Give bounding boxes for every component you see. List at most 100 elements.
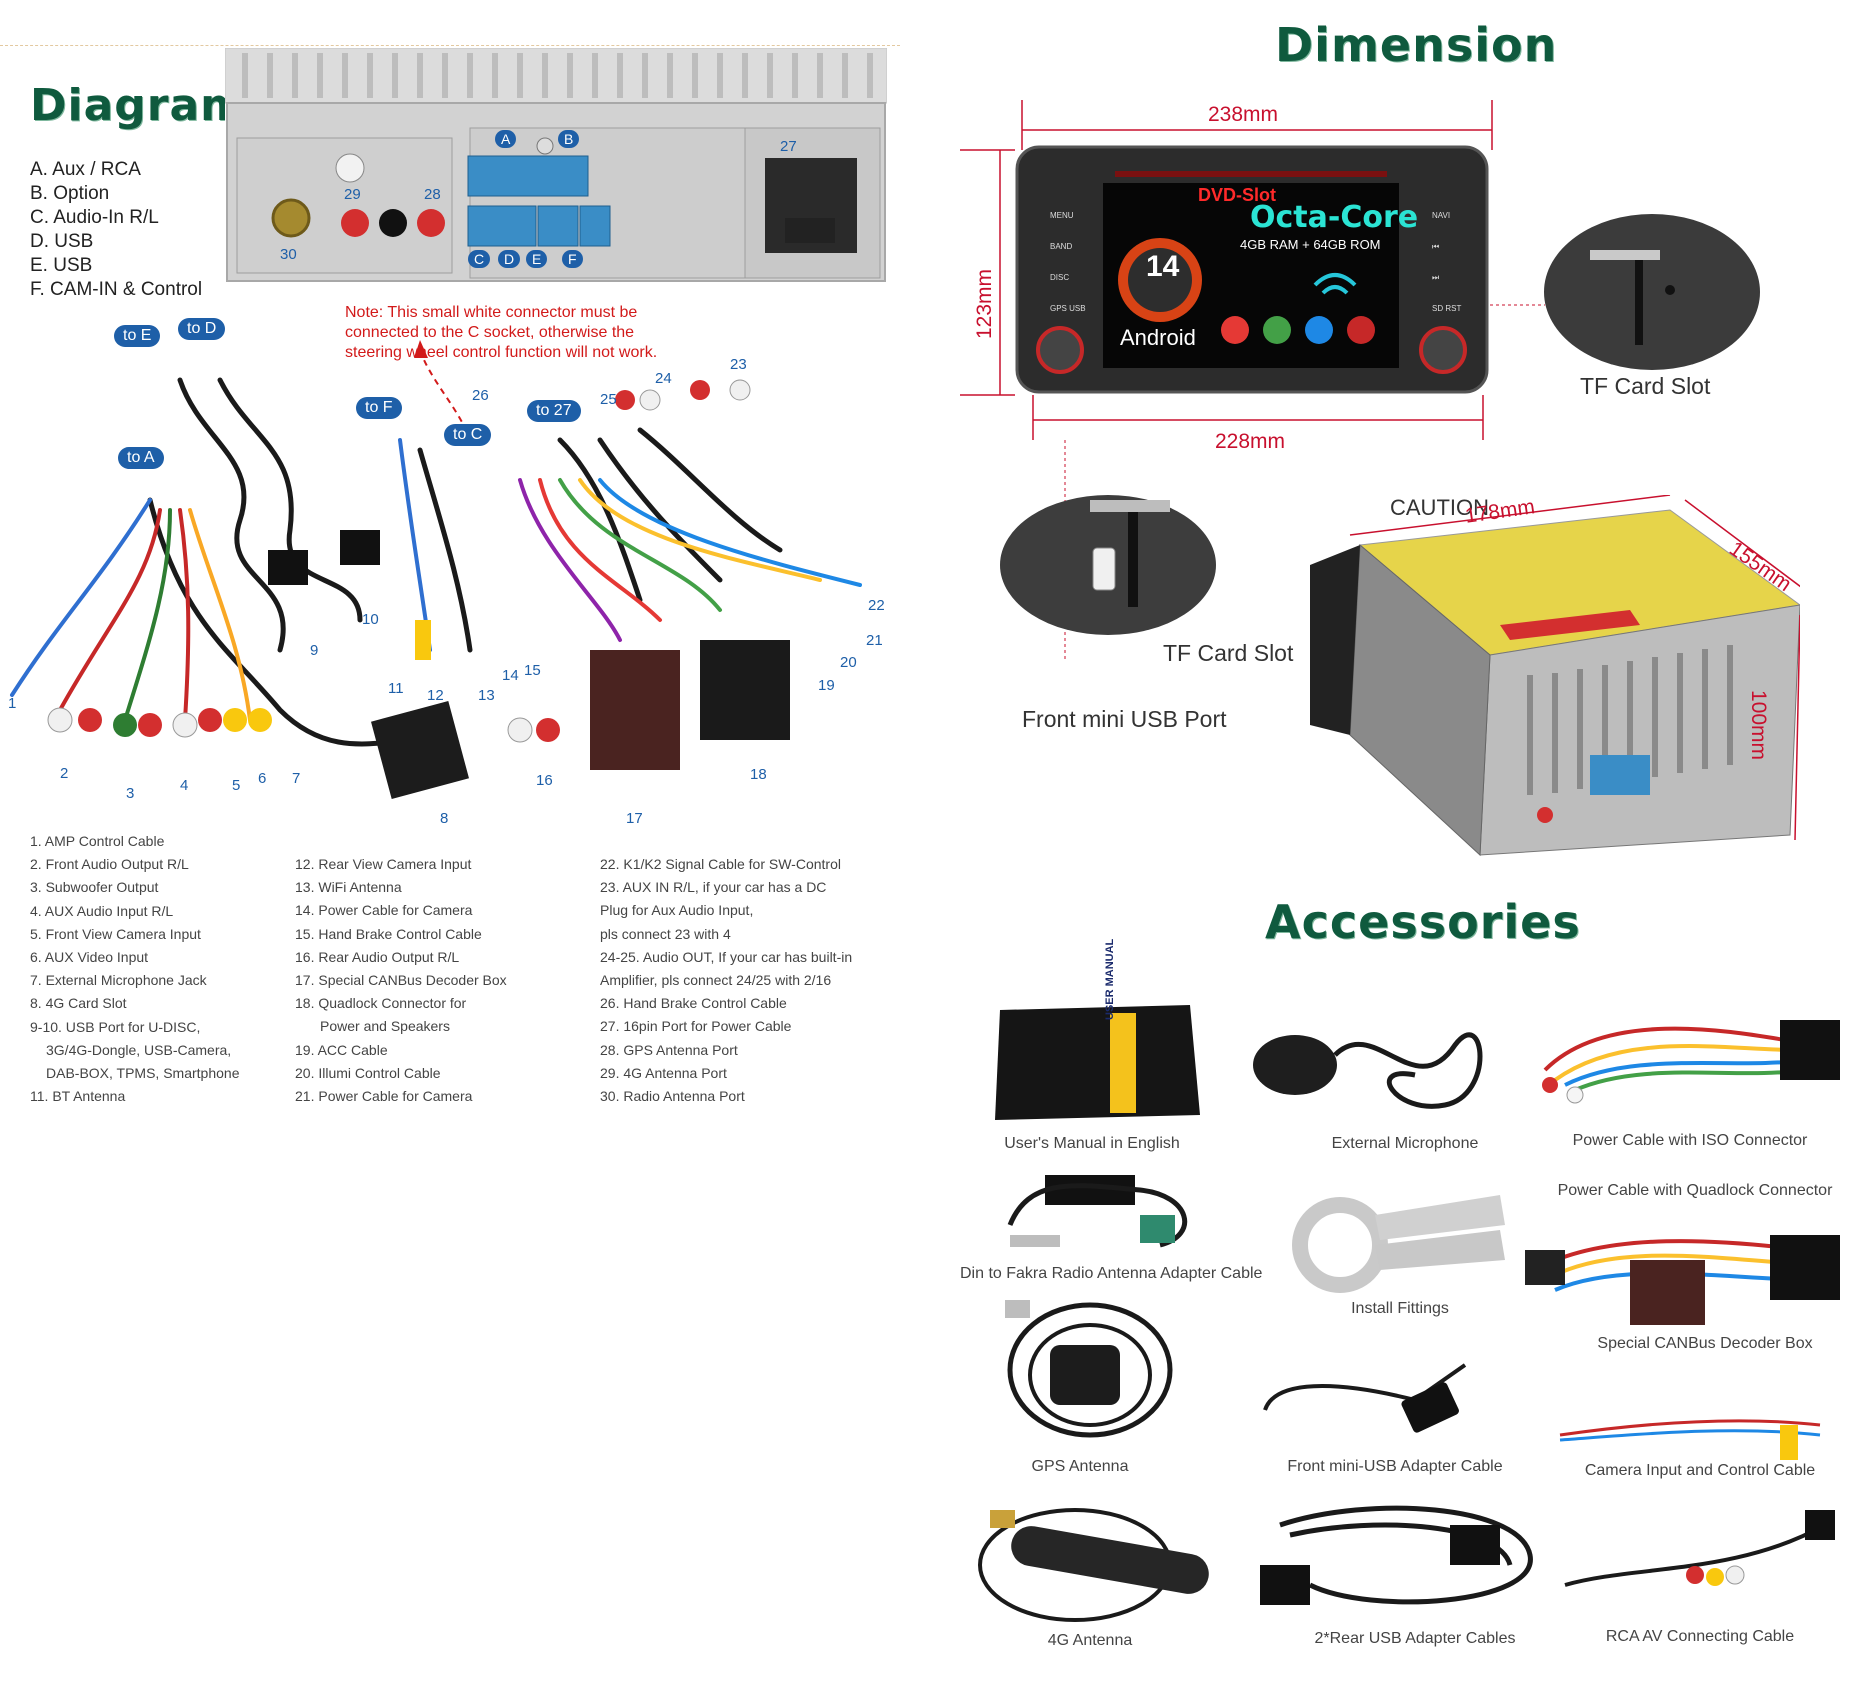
callout-24: 24 <box>655 370 672 387</box>
badge-to-c: to C <box>444 424 492 446</box>
callout-8: 8 <box>440 810 449 827</box>
list-item: 24-25. Audio OUT, If your car has built-… <box>600 948 853 965</box>
legend-e: E. USB <box>30 255 93 276</box>
mini-usb-cable-image <box>1263 1363 1467 1433</box>
accessory-caption: Front mini-USB Adapter Cable <box>1287 1458 1503 1475</box>
fakra-adapter-image <box>1007 1175 1188 1248</box>
callout-19: 19 <box>818 677 835 694</box>
callout-6: 6 <box>258 770 267 787</box>
list-item: 19. ACC Cable <box>295 1041 388 1058</box>
disc-button: DISC <box>1050 273 1070 282</box>
accessory-caption: Camera Input and Control Cable <box>1584 1462 1816 1479</box>
width-bottom-label: 228mm <box>1215 430 1286 453</box>
caution-label: CAUTION <box>1390 495 1489 521</box>
accessory-caption: Special CANBus Decoder Box <box>1597 1335 1813 1352</box>
port-letter-d: D <box>498 250 521 268</box>
navi-button: NAVI <box>1432 211 1451 220</box>
tf-card-zoom-image <box>1490 214 1760 370</box>
callout-15: 15 <box>524 662 541 679</box>
list-item: 23. AUX IN R/L, if your car has a DC <box>600 879 827 896</box>
chassis-image <box>1310 495 1800 857</box>
height-label: 123mm <box>973 268 997 340</box>
callout-3: 3 <box>126 785 135 802</box>
accessory-caption: 4G Antenna <box>1047 1632 1133 1649</box>
callout-7: 7 <box>292 770 301 787</box>
manual-spine-text: USER MANUAL <box>1104 939 1116 1020</box>
list-item: 7. External Microphone Jack <box>30 972 207 989</box>
port-letter-c: C <box>468 250 491 268</box>
callout-5: 5 <box>232 777 241 794</box>
tf-card-slot-label-top: TF Card Slot <box>1580 373 1711 399</box>
list-item: 2. Front Audio Output R/L <box>30 856 189 873</box>
parts-list-col1: 1. AMP Control Cable 2. Front Audio Outp… <box>30 830 239 1108</box>
front-usb-label: Front mini USB Port <box>1022 706 1227 732</box>
note-line-2: connected to the C socket, otherwise the <box>345 324 635 341</box>
front-usb-zoom-image <box>1000 440 1216 660</box>
microphone-image <box>1253 1032 1483 1109</box>
badge-to-f: to F <box>356 397 402 419</box>
4g-antenna-image <box>978 1508 1209 1622</box>
rear-usb-cables-image <box>1260 1505 1533 1605</box>
legend-d: D. USB <box>30 231 94 252</box>
parts-list-col3: 22. K1/K2 Signal Cable for SW-Control 23… <box>600 853 852 1108</box>
accessory-caption: Din to Fakra Radio Antenna Adapter Cable <box>960 1265 1263 1282</box>
callout-17: 17 <box>626 810 643 827</box>
callout-21: 21 <box>866 632 883 649</box>
port-letter-b: B <box>558 130 580 148</box>
octa-core-label: Octa-Core <box>1250 200 1419 235</box>
callout-23: 23 <box>730 356 747 373</box>
badge-to-a: to A <box>118 447 164 469</box>
list-item: 13. WiFi Antenna <box>295 879 402 896</box>
accessory-caption: User's Manual in English <box>1004 1135 1180 1152</box>
port-num-28: 28 <box>424 186 441 203</box>
width-top-label: 238mm <box>1208 103 1279 126</box>
callout-22: 22 <box>868 597 885 614</box>
list-item: 28. GPS Antenna Port <box>600 1041 738 1058</box>
callout-2: 2 <box>60 765 69 782</box>
accessory-caption: 2*Rear USB Adapter Cables <box>1314 1630 1516 1647</box>
gps-antenna-image <box>1005 1300 1173 1438</box>
list-item: 3. Subwoofer Output <box>30 879 159 896</box>
android-label: Android <box>1120 325 1196 350</box>
quadlock-cable-image <box>1525 1235 1840 1325</box>
list-item: 8. 4G Card Slot <box>30 995 127 1012</box>
next-icon: ⏭ <box>1432 273 1440 282</box>
accessory-caption: Power Cable with Quadlock Connector <box>1557 1182 1833 1199</box>
legend-f: F. CAM-IN & Control <box>30 279 203 300</box>
dimension-lines <box>960 100 1493 440</box>
accessory-caption: Power Cable with ISO Connector <box>1572 1132 1808 1149</box>
callout-12: 12 <box>427 687 444 704</box>
callout-26: 26 <box>472 387 489 404</box>
list-item: Plug for Aux Audio Input, <box>600 902 754 919</box>
list-item: 3G/4G-Dongle, USB-Camera, <box>46 1041 232 1058</box>
accessories-title: Accessories <box>1265 895 1581 949</box>
head-unit-front-image <box>1015 145 1489 394</box>
port-letter-a: A <box>495 130 517 148</box>
rca-av-cable-image <box>1564 1510 1835 1587</box>
callout-11: 11 <box>388 680 404 697</box>
list-item: Power and Speakers <box>320 1018 450 1035</box>
callout-25: 25 <box>600 391 617 408</box>
callout-18: 18 <box>750 766 767 783</box>
list-item: 21. Power Cable for Camera <box>295 1088 473 1105</box>
list-item: 9-10. USB Port for U-DISC, <box>30 1018 201 1035</box>
port-letter-f: F <box>562 250 583 268</box>
legend-c: C. Audio-In R/L <box>30 207 159 228</box>
callout-10: 10 <box>362 611 379 628</box>
dimension-title: Dimension <box>1275 18 1558 72</box>
user-manual-image <box>995 1005 1200 1120</box>
parts-list-col2: 12. Rear View Camera Input 13. WiFi Ante… <box>295 853 507 1108</box>
accessory-caption: RCA AV Connecting Cable <box>1605 1628 1795 1645</box>
right-buttons: NAVI ⏮ ⏭ SD RST <box>1432 200 1461 324</box>
menu-button: MENU <box>1050 211 1074 220</box>
port-num-29: 29 <box>344 186 361 203</box>
list-item: 26. Hand Brake Control Cable <box>600 995 787 1012</box>
badge-to-d: to D <box>178 318 226 340</box>
sd-rst-button: SD RST <box>1432 304 1462 313</box>
band-button: BAND <box>1050 242 1073 251</box>
legend-a: A. Aux / RCA <box>30 159 141 180</box>
dvd-slot-label: DVD-Slot <box>1198 185 1276 205</box>
list-item: 18. Quadlock Connector for <box>295 995 467 1012</box>
list-item: 4. AUX Audio Input R/L <box>30 902 174 919</box>
port-num-30: 30 <box>280 246 297 263</box>
